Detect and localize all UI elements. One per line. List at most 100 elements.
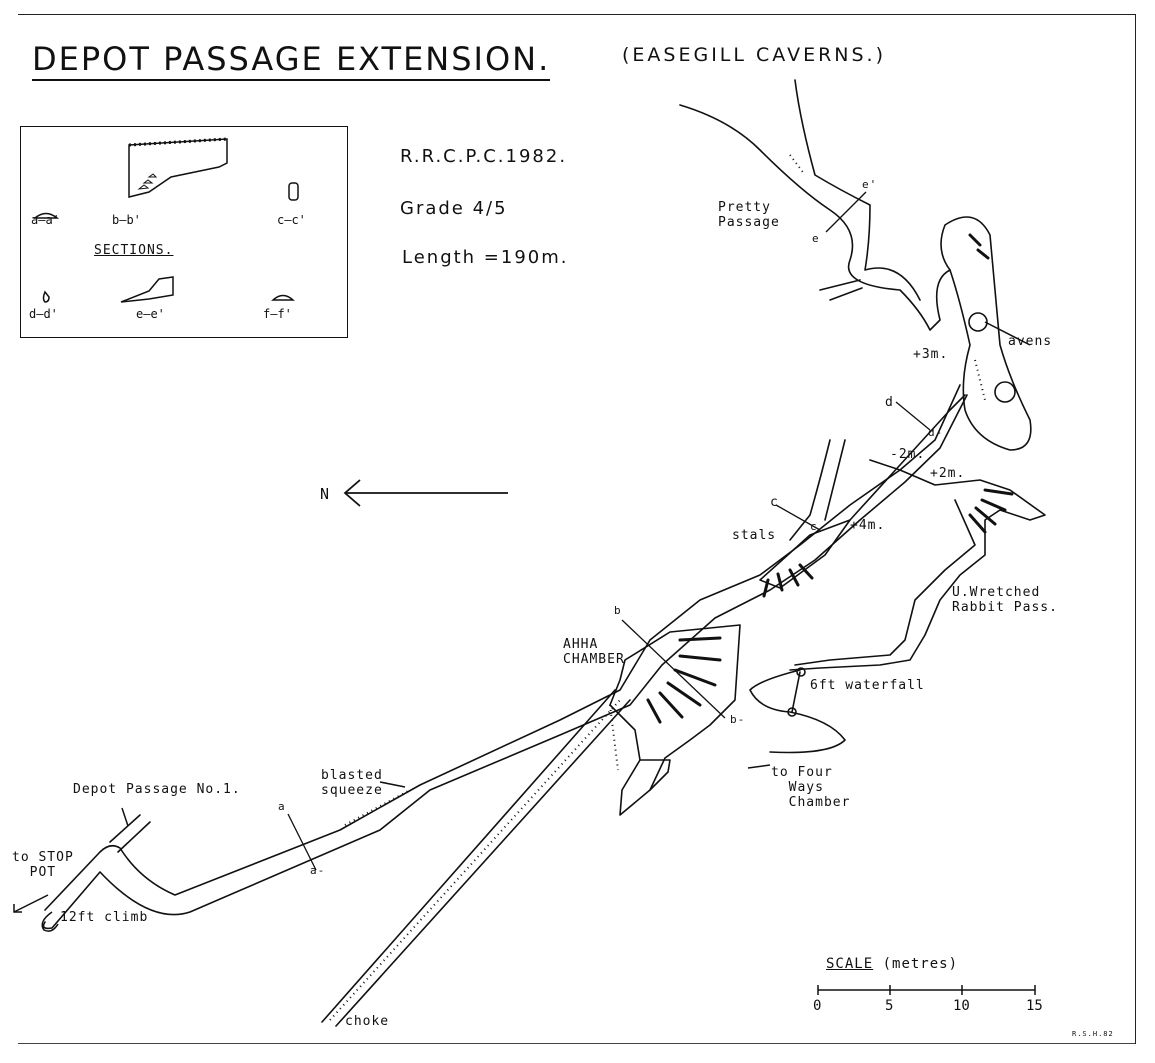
label-b-dash: b-: [730, 713, 746, 726]
avens-sand: [974, 359, 986, 401]
label-plus2m: +2m.: [930, 466, 966, 481]
section-f-profile: [271, 294, 295, 301]
label-four-ways: to Four Ways Chamber: [771, 765, 851, 810]
avens-chamber: [940, 216, 1032, 451]
section-e-profile: [120, 276, 174, 303]
ahha-sand: [609, 704, 619, 771]
ahha-chamber-south: [639, 759, 671, 791]
section-a-profile: [32, 212, 60, 219]
label-a-top: a: [278, 800, 286, 813]
scale-title: SCALE: [826, 956, 874, 972]
depot-passage-no1: [109, 814, 151, 853]
stals-slope-marks: [762, 563, 814, 598]
avens-passage: [849, 394, 966, 521]
section-line-e: [825, 191, 867, 233]
label-e-low: e: [812, 232, 820, 245]
grade-text: Grade 4/5: [400, 198, 508, 219]
label-stals: stals: [732, 528, 777, 543]
section-label-e: e—e': [136, 307, 165, 321]
label-avens: avens: [1008, 334, 1053, 349]
sections-drawings: [32, 137, 299, 303]
north-label: N: [320, 485, 331, 503]
depot-no1-arrow: [121, 807, 129, 827]
map-border-bottom: [18, 1043, 1136, 1044]
scale-tick-10: 10: [953, 998, 970, 1014]
pretty-passage: [679, 79, 951, 331]
north-arrow: [343, 479, 508, 507]
label-d-top: d: [885, 395, 894, 410]
choke-passage: [321, 689, 631, 1027]
scale-heading: SCALE (metres): [826, 956, 958, 972]
climb-loop: [41, 911, 59, 932]
waterfall-loop: [749, 669, 846, 754]
four-ways-arrow: [747, 764, 771, 769]
scale-tick-0: 0: [813, 998, 822, 1014]
stals-chamber: [759, 519, 851, 589]
scale-unit: (metres): [882, 956, 959, 972]
pretty-passage-sand: [789, 154, 806, 176]
section-label-d: d—d': [29, 307, 58, 321]
label-waterfall: 6ft waterfall: [810, 678, 925, 693]
crawl-to-wretched: [789, 459, 1046, 671]
section-line-d: [895, 401, 931, 431]
section-label-f: f—f': [263, 307, 292, 321]
label-c-low: c: [810, 520, 818, 533]
label-c-top: c: [770, 495, 779, 510]
section-b-profile: [128, 138, 228, 198]
map-border-top: [18, 14, 1136, 15]
length-text: Length =190m.: [402, 247, 569, 268]
label-a-dash: a-: [310, 864, 326, 877]
section-c-profile: [288, 182, 299, 201]
scale-tick-5: 5: [885, 998, 894, 1014]
stop-pot-arrowhead: [13, 904, 22, 913]
label-blasted-squeeze: blasted squeeze: [321, 768, 383, 798]
section-b-rocks: [137, 173, 158, 190]
section-label-a: a—a': [31, 213, 60, 227]
map-title-text: DEPOT PASSAGE EXTENSION.: [32, 40, 551, 81]
section-line-a: [287, 813, 317, 871]
avens-arrow: [984, 321, 1031, 346]
label-plus4m: +4m.: [850, 518, 886, 533]
map-border-right: [1135, 14, 1136, 1044]
sections-heading: SECTIONS.: [94, 243, 174, 258]
label-pretty-passage: Pretty Passage: [718, 200, 780, 230]
map-title: DEPOT PASSAGE EXTENSION.: [32, 40, 551, 81]
aven-2: [994, 381, 1016, 403]
label-d-dash: d-: [928, 426, 944, 439]
label-depot-passage-no1: Depot Passage No.1.: [73, 782, 241, 797]
sections-inset: a—a' b—b' c—c' SECTIONS. d—d' e—e' f—f': [20, 126, 348, 338]
label-to-stop-pot: to STOP POT: [12, 850, 74, 880]
section-d-profile: [42, 290, 50, 303]
aven-1: [968, 312, 988, 332]
avens-slope-marks: [968, 233, 990, 260]
wretched-slope-marks: [968, 488, 1014, 534]
surveyor-signature: R.S.H.82: [1072, 1030, 1114, 1038]
depot-extension-passage-wall: [42, 394, 968, 930]
crawl-to-wretched-inner: [794, 499, 976, 666]
pretty-passage-tail: [819, 279, 863, 301]
section-label-b: b—b': [112, 213, 141, 227]
label-choke: choke: [345, 1014, 390, 1029]
label-e-top: e': [862, 178, 878, 191]
label-minus2m: -2m.: [890, 447, 926, 462]
section-label-c: c—c': [277, 213, 306, 227]
choke-passage-sand: [329, 699, 621, 1021]
label-ahha-chamber: AHHA CHAMBER: [563, 637, 625, 667]
label-b-top: b: [614, 604, 622, 617]
section-line-b: [621, 619, 726, 719]
scale-bar: [817, 985, 1036, 995]
blasted-arrow: [379, 781, 406, 788]
survey-credit: R.R.C.P.C.1982.: [400, 146, 568, 167]
label-wretched-rabbit: U.Wretched Rabbit Pass.: [952, 585, 1058, 615]
waterfall-marker-1: [796, 667, 806, 677]
section-line-c: [775, 504, 821, 531]
label-plus3m: +3m.: [913, 347, 949, 362]
stop-pot-arrow: [13, 894, 49, 913]
waterfall-marker-2: [787, 707, 797, 717]
depot-extension-passage: [44, 384, 961, 911]
scale-tick-15: 15: [1026, 998, 1043, 1014]
label-12ft-climb: 12ft climb: [60, 910, 149, 925]
map-subtitle: (EASEGILL CAVERNS.): [622, 44, 886, 66]
stals-side-passage: [789, 439, 846, 541]
